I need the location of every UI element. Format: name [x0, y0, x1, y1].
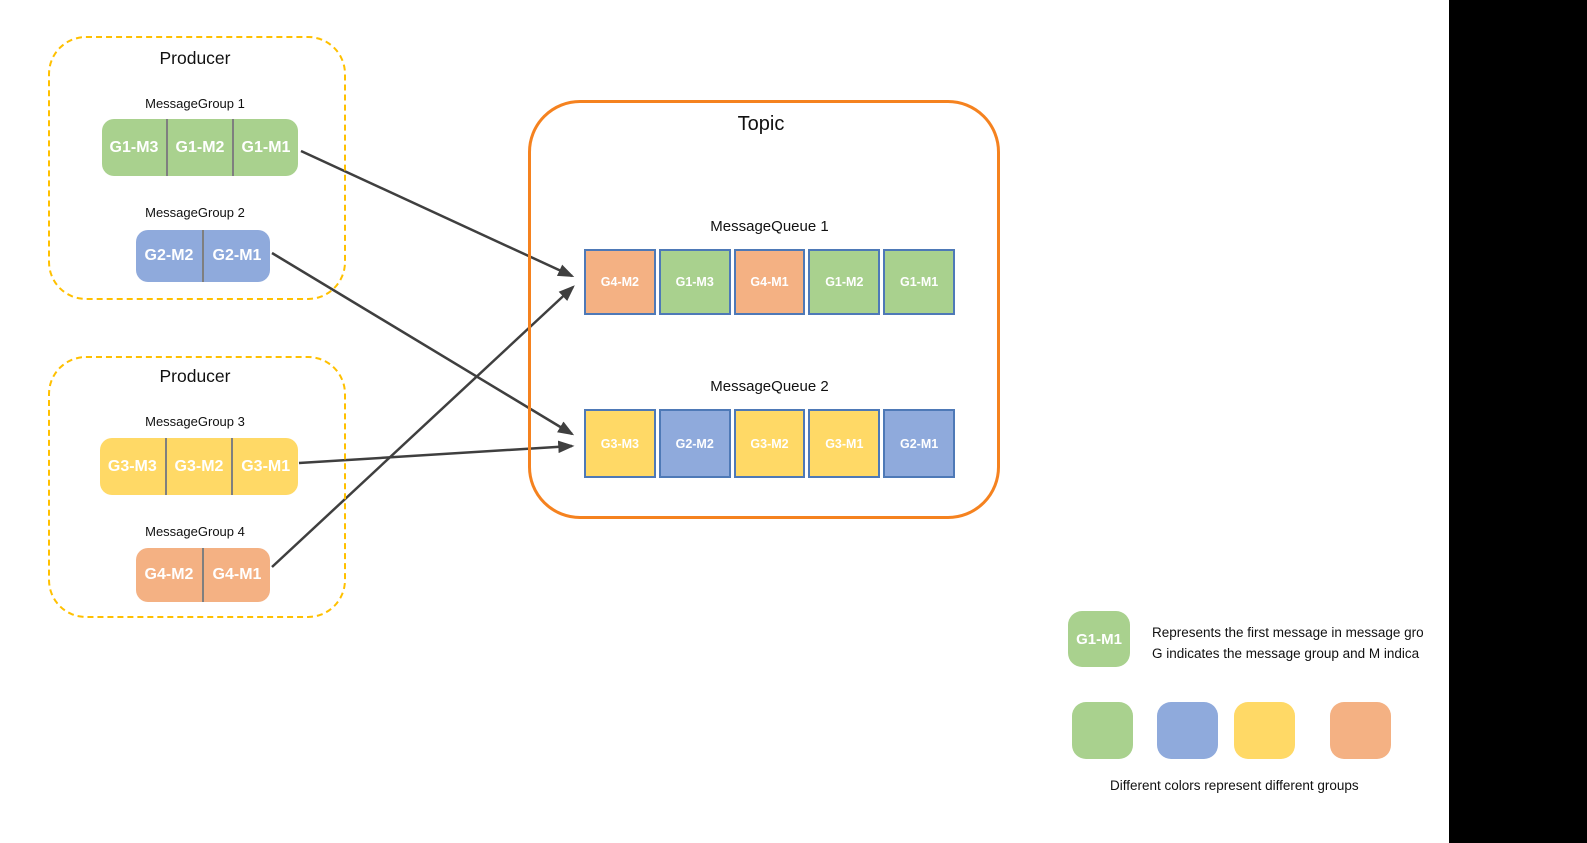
message-g4-m1: G4-M1 [212, 566, 262, 583]
queue2-cell-g3-m2: G3-M2 [733, 409, 806, 478]
arrow-group4-to-queue1 [271, 285, 575, 568]
message-group-1-pill: G1-M3 G1-M2 G1-M1 [102, 119, 298, 176]
message-g2-m1: G2-M1 [212, 247, 262, 264]
message-g3-m1: G3-M1 [241, 457, 291, 475]
arrow-group1-to-queue1 [300, 149, 575, 278]
legend-description-line1: Represents the first message in message … [1152, 625, 1424, 640]
producer-1-box [48, 36, 346, 300]
queue1-cell-g1-m1: G1-M1 [883, 249, 955, 315]
message-g2-m2: G2-M2 [136, 230, 204, 282]
queue1-cell-g1-m3: G1-M3 [658, 249, 731, 315]
producer-2-title: Producer [159, 366, 231, 386]
legend-swatch-blue [1157, 702, 1218, 759]
queue1-cell-g4-m2: G4-M2 [584, 249, 656, 315]
message-group-4-pill: G4-M2 G4-M1 [136, 548, 270, 602]
legend-swatch-green [1072, 702, 1133, 759]
message-queue-2-row: G3-M3 G2-M2 G3-M2 G3-M1 G2-M1 [584, 409, 955, 478]
message-group-2-label: MessageGroup 2 [145, 205, 245, 220]
message-g1-m3: G1-M3 [102, 119, 168, 176]
message-g1-m2: G1-M2 [168, 119, 234, 176]
queue2-cell-g3-m3: G3-M3 [584, 409, 656, 478]
message-g4-m2: G4-M2 [136, 548, 204, 602]
queue2-cell-g2-m2: G2-M2 [658, 409, 731, 478]
message-queue-1-label: MessageQueue 1 [710, 218, 829, 235]
message-group-3-pill: G3-M3 G3-M2 G3-M1 [100, 438, 298, 495]
black-mask [1449, 0, 1587, 843]
message-queue-2-label: MessageQueue 2 [710, 378, 829, 395]
legend-description-line2: G indicates the message group and M indi… [1152, 646, 1420, 661]
message-group-3-label: MessageGroup 3 [145, 414, 245, 429]
message-group-1-label: MessageGroup 1 [145, 96, 245, 111]
message-queue-1-row: G4-M2 G1-M3 G4-M1 G1-M2 G1-M1 [584, 249, 955, 315]
queue1-cell-g1-m2: G1-M2 [808, 249, 881, 315]
message-group-4-label: MessageGroup 4 [145, 524, 245, 539]
producer-2-box [48, 356, 346, 618]
queue1-cell-g4-m1: G4-M1 [733, 249, 806, 315]
legend-sample-message: G1-M1 [1068, 611, 1130, 667]
legend-swatch-orange [1330, 702, 1391, 759]
message-group-2-pill: G2-M2 G2-M1 [136, 230, 270, 282]
legend-caption: Different colors represent different gro… [1110, 778, 1359, 793]
topic-title: Topic [737, 113, 785, 135]
queue2-cell-g3-m1: G3-M1 [808, 409, 881, 478]
message-g3-m2: G3-M2 [167, 438, 234, 495]
topic-box [528, 100, 1000, 519]
legend-swatch-yellow [1234, 702, 1295, 759]
queue2-cell-g2-m1: G2-M1 [883, 409, 955, 478]
producer-1-title: Producer [159, 48, 231, 68]
message-g3-m3: G3-M3 [100, 438, 167, 495]
message-g1-m1: G1-M1 [241, 138, 291, 156]
legend-description: Represents the first message in message … [1152, 622, 1424, 664]
